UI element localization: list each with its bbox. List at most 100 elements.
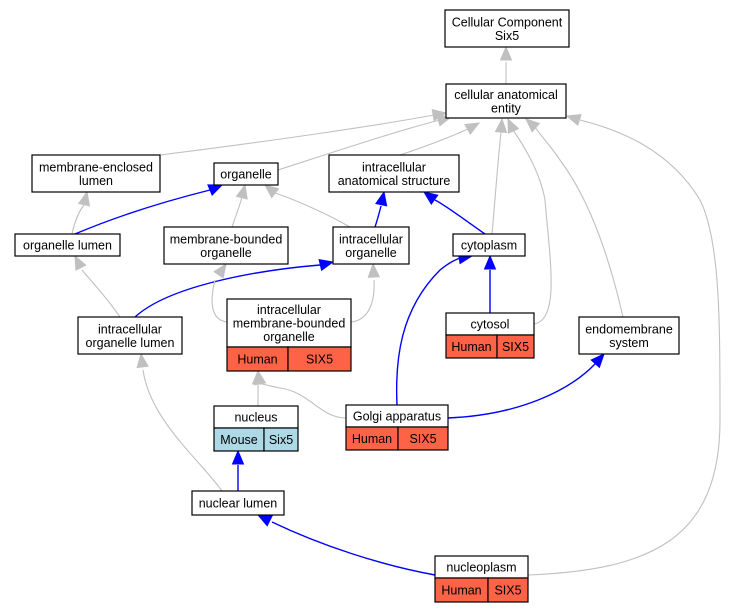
node-intracellular-anatomical-structure-label-line: anatomical structure bbox=[338, 174, 451, 188]
node-nucleoplasm-gene-label: SIX5 bbox=[494, 584, 521, 598]
edge-membrane-enclosed-lumen-to-entity bbox=[159, 109, 448, 156]
edge-cytoplasm-to-entity bbox=[491, 117, 508, 235]
edge-organelle-lumen-to-organelle-arrowhead bbox=[207, 184, 224, 196]
edge-membrane-bounded-to-organelle-line bbox=[231, 196, 243, 228]
node-cellular-component-label-line: Six5 bbox=[495, 29, 519, 43]
node-cytosol-gene-label: SIX5 bbox=[502, 340, 529, 354]
node-nucleus-gene-label: Six5 bbox=[269, 433, 293, 447]
node-cellular-component-label-line: Cellular Component bbox=[452, 15, 563, 29]
node-cytoplasm-label-line: cytoplasm bbox=[461, 239, 517, 253]
node-intracellular-organelle-label-line: intracellular bbox=[339, 232, 403, 246]
node-intracellular-organelle-lumen-label-line: organelle lumen bbox=[86, 336, 175, 350]
edge-imbo-to-membrane-bounded-arrowhead bbox=[213, 262, 227, 279]
node-cytoplasm-box bbox=[452, 233, 526, 257]
edge-cytoplasm-to-structure bbox=[422, 191, 486, 235]
edge-organelle-lumen-to-membrane-enclosed bbox=[71, 190, 91, 235]
edge-intracellular-organelle-lumen-to-intracellular-organelle-arrowhead bbox=[318, 258, 335, 272]
edge-nuclear-lumen-to-nucleus bbox=[231, 449, 245, 491]
edge-imbo-to-intracellular-organelle-line bbox=[350, 279, 375, 323]
edge-intracellular-organelle-to-structure-arrowhead bbox=[375, 190, 388, 207]
edge-intracellular-organelle-to-organelle-arrowhead bbox=[263, 184, 280, 199]
node-cellular-anatomical-entity-label-line: cellular anatomical bbox=[454, 88, 558, 102]
node-intracellular-membrane-bounded-organelle-species-label: Human bbox=[237, 353, 277, 367]
edge-cytoplasm-to-structure-arrowhead bbox=[422, 191, 439, 205]
edge-cytosol-to-cytoplasm bbox=[483, 254, 497, 313]
node-nuclear-lumen[interactable]: nuclear lumen bbox=[191, 490, 285, 516]
edge-cytoplasm-to-entity-arrowhead bbox=[494, 117, 508, 133]
edge-golgi-to-cytoplasm-line bbox=[395, 257, 461, 406]
node-intracellular-membrane-bounded-organelle-species-cell bbox=[226, 346, 289, 372]
node-intracellular-anatomical-structure-label-line: intracellular bbox=[362, 160, 426, 174]
node-intracellular-membrane-bounded-organelle-box bbox=[226, 298, 352, 348]
node-golgi-apparatus-gene-cell bbox=[397, 426, 449, 451]
node-cytosol-species-label: Human bbox=[451, 340, 491, 354]
edge-nucleoplasm-to-entity-line bbox=[527, 119, 721, 576]
node-intracellular-membrane-bounded-organelle[interactable]: intracellularmembrane-boundedorganelleHu… bbox=[226, 298, 352, 372]
edge-imbo-to-intracellular-organelle bbox=[350, 262, 381, 323]
edge-membrane-bounded-to-organelle bbox=[231, 183, 248, 228]
edge-organelle-to-entity-line bbox=[277, 119, 441, 171]
node-nucleoplasm-species-label: Human bbox=[441, 584, 481, 598]
node-nucleus-gene-cell bbox=[263, 427, 299, 452]
node-membrane-enclosed-lumen-label-line: membrane-enclosed bbox=[39, 160, 153, 174]
edge-intracellular-organelle-lumen-to-organelle-lumen-line bbox=[81, 269, 121, 318]
node-cellular-component-box bbox=[444, 9, 570, 48]
edge-intracellular-organelle-to-structure bbox=[374, 190, 388, 228]
node-cellular-anatomical-entity-label-line: entity bbox=[491, 101, 522, 115]
edge-endomembrane-to-entity-line bbox=[534, 126, 624, 318]
node-organelle[interactable]: organelle bbox=[213, 162, 279, 186]
edge-nucleus-to-imbo bbox=[251, 369, 265, 406]
node-nucleoplasm-species-cell bbox=[434, 577, 489, 603]
node-cellular-anatomical-entity-box bbox=[445, 83, 567, 119]
edge-intracellular-organelle-to-structure-line bbox=[374, 205, 382, 228]
node-cytoplasm[interactable]: cytoplasm bbox=[452, 233, 526, 257]
edge-golgi-to-endomembrane bbox=[447, 353, 605, 419]
node-organelle-lumen[interactable]: organelle lumen bbox=[14, 233, 121, 257]
node-golgi-apparatus-species-label: Human bbox=[352, 432, 392, 446]
edge-intracellular-structure-to-entity-line bbox=[399, 127, 471, 156]
node-intracellular-organelle-box bbox=[332, 226, 410, 265]
node-organelle-box bbox=[213, 162, 279, 186]
edge-entity-to-component-arrowhead bbox=[499, 45, 513, 61]
edge-entity-to-component bbox=[499, 45, 513, 84]
edge-nucleoplasm-to-nuclear-lumen-arrowhead bbox=[256, 514, 273, 527]
edge-nuclear-lumen-to-intracellular-organelle-lumen-arrowhead bbox=[136, 352, 149, 369]
node-nuclear-lumen-label-line: nuclear lumen bbox=[199, 497, 278, 511]
edge-nucleoplasm-to-entity-arrowhead bbox=[565, 113, 582, 126]
node-organelle-lumen-label-line: organelle lumen bbox=[23, 239, 112, 253]
node-intracellular-anatomical-structure-box bbox=[328, 154, 460, 193]
edge-nuclear-lumen-to-nucleus-arrowhead bbox=[231, 449, 245, 465]
node-membrane-bounded-organelle-label-line: organelle bbox=[200, 246, 251, 260]
node-nucleus-species-label: Mouse bbox=[220, 433, 258, 447]
edges bbox=[71, 45, 721, 576]
edge-intracellular-structure-to-entity bbox=[399, 122, 481, 156]
edge-imbo-to-intracellular-organelle-arrowhead bbox=[367, 262, 381, 278]
edge-cytoplasm-to-entity-line bbox=[491, 131, 502, 235]
edge-organelle-lumen-to-membrane-enclosed-line bbox=[71, 204, 85, 235]
node-intracellular-organelle-label-line: organelle bbox=[345, 246, 396, 260]
edge-golgi-to-endomembrane-line bbox=[447, 363, 596, 419]
edge-nucleoplasm-to-nuclear-lumen-line bbox=[271, 521, 436, 576]
edge-cytosol-to-cytoplasm-arrowhead bbox=[483, 254, 497, 270]
edge-nucleus-to-imbo-arrowhead bbox=[251, 369, 265, 385]
node-golgi-apparatus-label-line: Golgi apparatus bbox=[353, 410, 441, 424]
node-nucleoplasm-label-line: nucleoplasm bbox=[446, 561, 516, 575]
edge-nucleoplasm-to-entity bbox=[527, 113, 721, 576]
edge-endomembrane-to-entity-arrowhead bbox=[525, 118, 541, 133]
node-cytosol-gene-cell bbox=[496, 334, 535, 359]
node-endomembrane-system-label-line: system bbox=[609, 336, 649, 350]
node-membrane-enclosed-lumen-box bbox=[31, 154, 161, 193]
